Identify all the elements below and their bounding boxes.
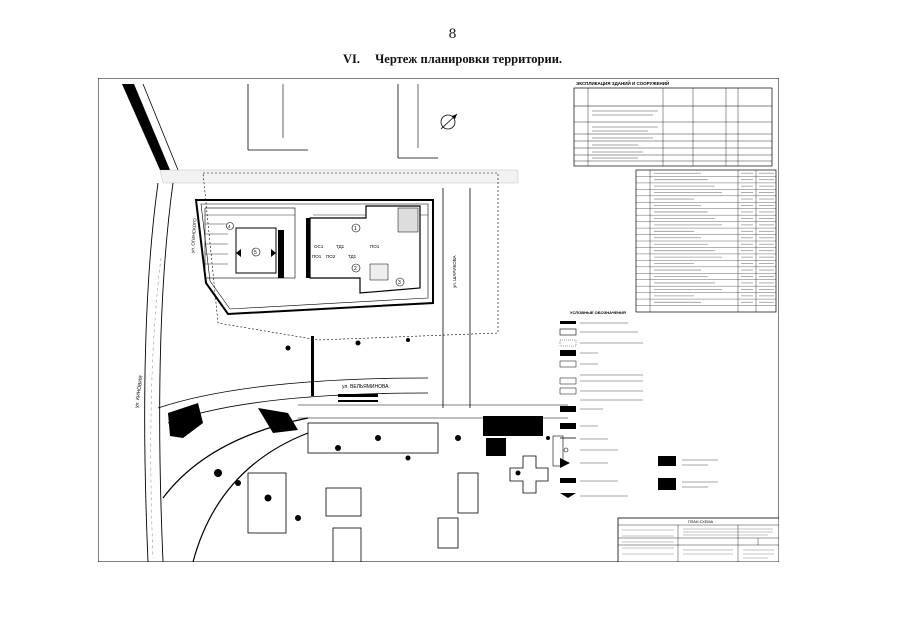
legend-items [559,321,718,498]
building-1 [309,205,421,294]
zone-code-2: ТД1 [336,244,345,249]
explication-title: ЭКСПЛИКАЦИЯ ЗДАНИЙ И СООРУЖЕНИЙ [576,79,669,86]
title-block-caption: ПЛАН-СХЕМА [688,520,714,524]
site-outline [194,199,434,316]
parking-area [204,207,296,279]
building-2-number: 2 [354,266,357,272]
title-block: ПЛАН-СХЕМА [617,517,779,562]
zones-table-rows [636,172,776,306]
planning-drawing: ул. КИНОВИЯ 5 1 2 3 4 ПО1 ТД1 ПО2 ПО1 ТД… [98,78,779,562]
zone-code-3: ПО2 [326,254,336,259]
building-5-number: 5 [254,250,257,256]
zone-code-6: ОС1 [314,244,324,249]
heading-number: VI. [342,52,360,66]
north-arrow-icon [440,114,456,130]
road-top-left [122,84,170,170]
street-left-label: ул. КИНОВИЯ [134,375,145,409]
drawing-canvas: ул. КИНОВИЯ 5 1 2 3 4 ПО1 ТД1 ПО2 ПО1 ТД… [98,78,779,562]
street-vertical-left: ул. ОГИНСКОГО [190,218,197,253]
street-bottom-label: ул. ВЕЛЬЯМИНОВА [342,384,389,390]
building-1-number: 1 [354,226,357,232]
page-heading: VI. Чертеж планировки территории. [0,52,905,67]
zone-code-4: ПО1 [312,254,322,259]
building-4-number: 4 [228,224,231,229]
page-number: 8 [448,27,457,42]
heading-title: Чертеж планировки территории. [375,52,563,66]
cross-building [509,455,549,494]
building-3-number: 3 [398,280,401,286]
zone-code-5: ТД1 [348,254,357,259]
zone-code-1: ПО1 [370,244,380,249]
street-vertical-right: ул. ШАРИКОВА [452,255,457,288]
legend-title: УСЛОВНЫЕ ОБОЗНАЧЕНИЯ [570,310,626,315]
